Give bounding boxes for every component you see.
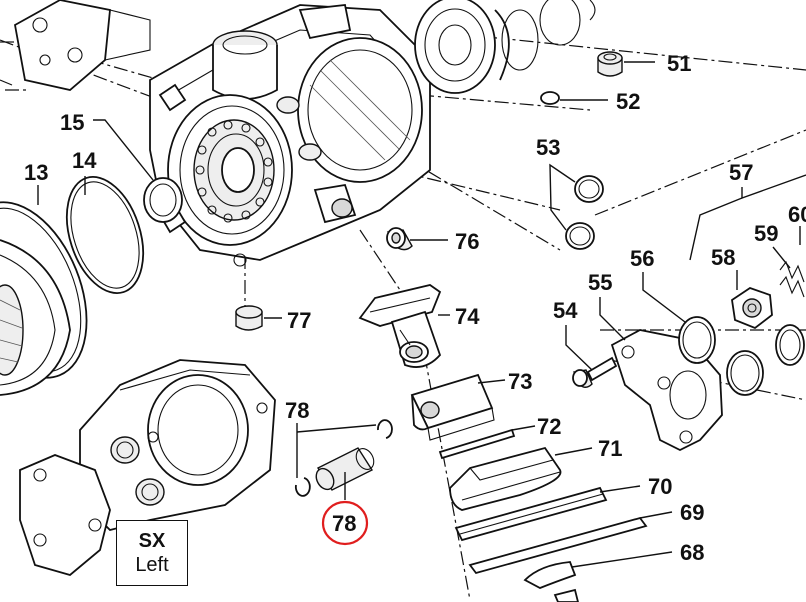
part-57-leader bbox=[689, 174, 806, 261]
part-label-52: 52 bbox=[616, 89, 640, 114]
manifold-top-left bbox=[0, 0, 151, 91]
part-53-rings bbox=[549, 163, 604, 250]
part-77-circlips bbox=[294, 419, 393, 497]
part-52-o-ring bbox=[540, 91, 608, 105]
part-76-cylinder bbox=[235, 305, 282, 331]
left-bearing-assembly bbox=[0, 239, 71, 396]
part-68-seal bbox=[523, 551, 673, 602]
part-14-ring bbox=[65, 176, 145, 294]
part-78-pin bbox=[315, 447, 375, 500]
part-label-15: 15 bbox=[60, 110, 84, 135]
part-label-14: 14 bbox=[72, 148, 97, 173]
part-54-bolt bbox=[565, 325, 618, 388]
part-73-piston bbox=[410, 373, 506, 441]
side-label: Left bbox=[135, 554, 169, 576]
pump-body bbox=[149, 4, 431, 267]
part-58-valve bbox=[731, 270, 773, 330]
part-label-68: 68 bbox=[680, 540, 704, 565]
part-label-77: 78 bbox=[285, 398, 309, 423]
part-56-o-ring bbox=[642, 272, 716, 364]
part-label-57: 57 bbox=[729, 160, 753, 185]
part-59-spring bbox=[772, 246, 805, 298]
part-label-72: 72 bbox=[537, 414, 561, 439]
part-72-ring bbox=[438, 425, 536, 460]
part-70-seal bbox=[454, 485, 641, 542]
part-74-con-rod bbox=[358, 284, 450, 368]
part-label-13: 13 bbox=[24, 160, 48, 185]
part-label-69: 69 bbox=[680, 500, 704, 525]
part-69-ring bbox=[468, 511, 673, 575]
part-label-51: 51 bbox=[667, 51, 691, 76]
side-housing-left bbox=[19, 359, 276, 576]
part-label-59: 59 bbox=[754, 221, 778, 246]
part-label-56: 56 bbox=[630, 246, 654, 271]
part-label-60: 60 bbox=[788, 202, 806, 227]
bearing-top-right bbox=[414, 0, 596, 94]
part-label-75: 76 bbox=[455, 229, 479, 254]
part-15-ring bbox=[93, 119, 183, 223]
highlight-circle-78 bbox=[321, 500, 369, 546]
side-indicator-box: SX Left bbox=[116, 520, 188, 586]
part-label-53: 53 bbox=[536, 135, 560, 160]
part-label-71: 71 bbox=[598, 436, 622, 461]
part-label-76: 77 bbox=[287, 308, 311, 333]
side-code: SX bbox=[138, 530, 166, 552]
part-label-74: 74 bbox=[455, 304, 480, 329]
part-label-55: 55 bbox=[588, 270, 612, 295]
part-51-plug bbox=[597, 51, 655, 77]
part-label-58: 58 bbox=[711, 245, 735, 270]
part-75-bushing bbox=[386, 227, 448, 251]
ring-right-lower bbox=[726, 324, 805, 396]
part-label-78: 78 bbox=[332, 511, 356, 536]
part-label-73: 73 bbox=[508, 369, 532, 394]
part-label-70: 70 bbox=[648, 474, 672, 499]
part-label-54: 54 bbox=[553, 298, 578, 323]
part-71-sleeve bbox=[449, 446, 593, 511]
